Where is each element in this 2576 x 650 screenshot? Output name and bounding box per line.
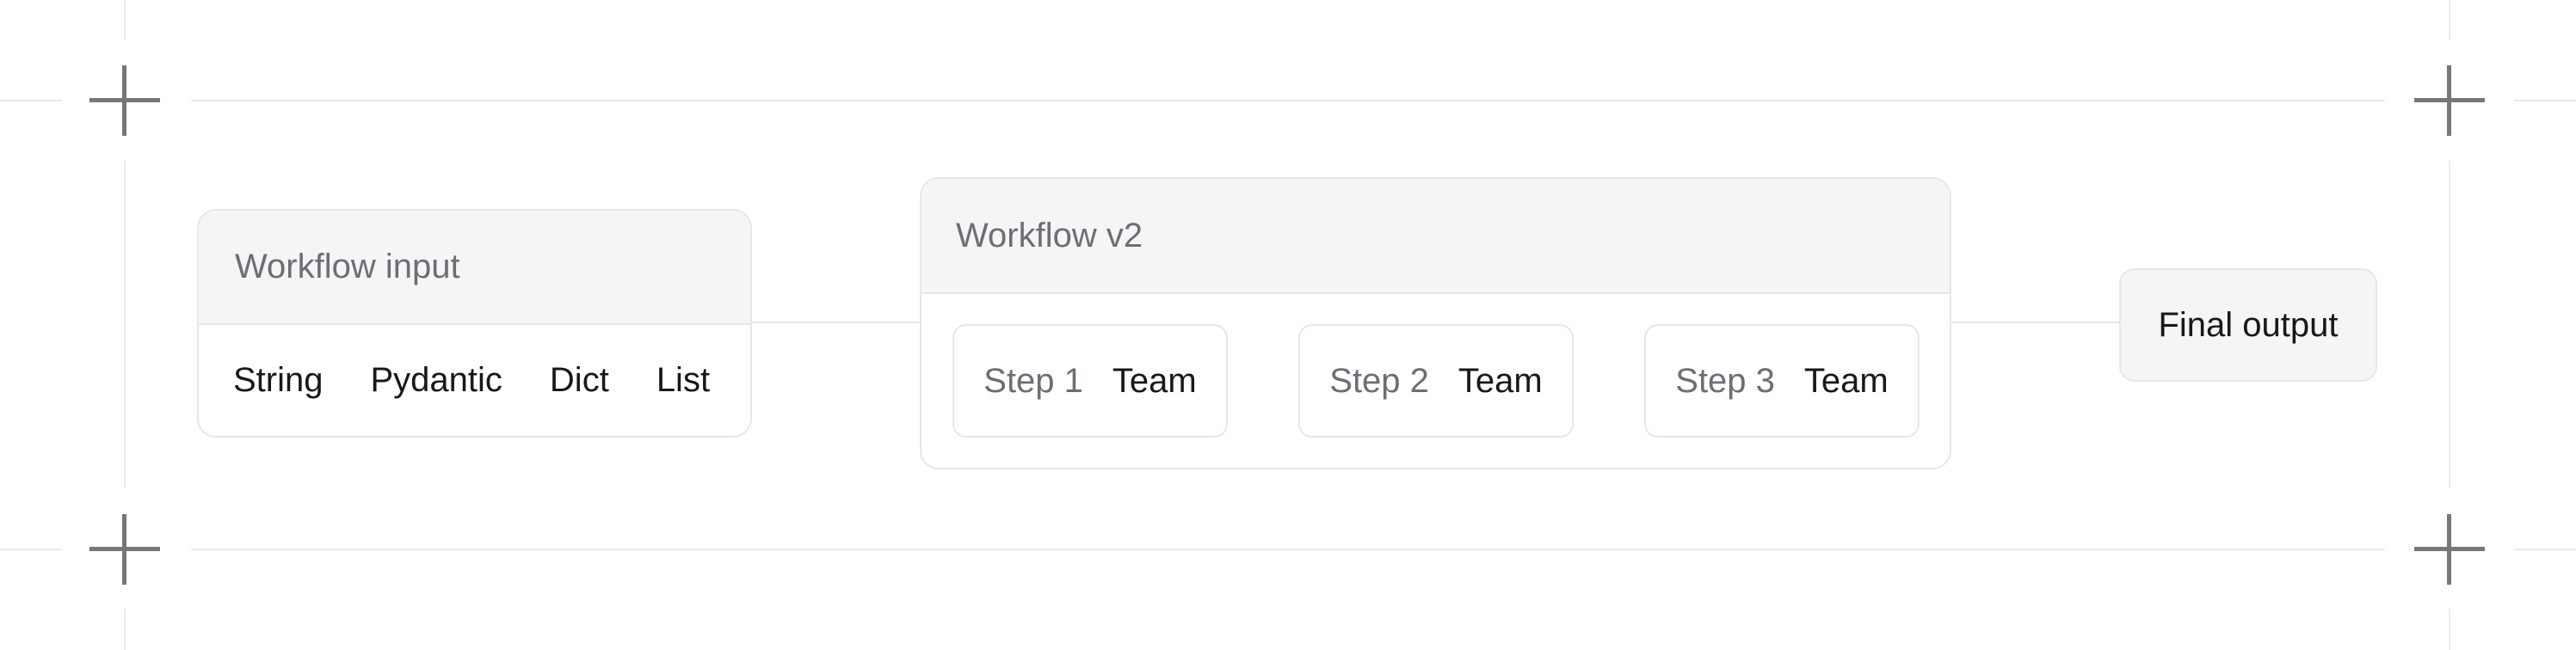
input-type-string: String bbox=[233, 361, 324, 399]
guide-line-left-top-stub bbox=[124, 0, 126, 40]
step-3-label: Step 3 bbox=[1675, 361, 1775, 400]
cross-vertical-bar bbox=[122, 514, 126, 585]
step-2-type: Team bbox=[1457, 361, 1543, 400]
step-3-type: Team bbox=[1803, 361, 1889, 400]
guide-line-left-bottom-stub bbox=[124, 609, 126, 650]
input-type-list: List bbox=[656, 361, 711, 399]
connector-input-to-workflow bbox=[752, 322, 920, 323]
input-type-dict: Dict bbox=[549, 361, 609, 399]
workflow-v2-title: Workflow v2 bbox=[956, 216, 1143, 254]
workflow-input-title: Workflow input bbox=[235, 248, 460, 285]
step-2-label: Step 2 bbox=[1329, 361, 1429, 400]
step-2-box: Step 2 Team bbox=[1298, 324, 1574, 438]
workflow-v2-body: Step 1 Team Step 2 Team Step 3 Team bbox=[921, 294, 1950, 468]
connector-workflow-to-output bbox=[1951, 322, 2119, 323]
guide-line-top bbox=[191, 100, 2385, 101]
cross-vertical-bar bbox=[2447, 65, 2451, 136]
guide-line-right-bottom-stub bbox=[2449, 609, 2450, 650]
workflow-input-header: Workflow input bbox=[199, 211, 750, 325]
crop-mark-top-right-icon bbox=[2414, 65, 2485, 136]
guide-line-top-right-stub bbox=[2514, 100, 2576, 101]
guide-line-left bbox=[124, 161, 126, 488]
guide-line-bottom-left-stub bbox=[0, 549, 62, 550]
guide-line-right bbox=[2449, 161, 2450, 488]
step-1-box: Step 1 Team bbox=[952, 324, 1228, 438]
cross-vertical-bar bbox=[122, 65, 126, 136]
cross-vertical-bar bbox=[2447, 514, 2451, 585]
workflow-input-node: Workflow input String Pydantic Dict List bbox=[197, 209, 752, 438]
step-3-box: Step 3 Team bbox=[1644, 324, 1920, 438]
workflow-input-body: String Pydantic Dict List bbox=[199, 325, 750, 436]
step-1-type: Team bbox=[1112, 361, 1197, 400]
step-1-label: Step 1 bbox=[983, 361, 1083, 400]
guide-line-right-top-stub bbox=[2449, 0, 2450, 40]
crop-mark-top-left-icon bbox=[89, 65, 160, 136]
final-output-label: Final output bbox=[2158, 305, 2339, 344]
guide-line-top-left-stub bbox=[0, 100, 62, 101]
guide-line-bottom bbox=[191, 549, 2385, 550]
crop-mark-bottom-right-icon bbox=[2414, 514, 2485, 585]
crop-mark-bottom-left-icon bbox=[89, 514, 160, 585]
workflow-v2-header: Workflow v2 bbox=[921, 179, 1950, 294]
final-output-node: Final output bbox=[2119, 268, 2377, 382]
workflow-v2-node: Workflow v2 Step 1 Team Step 2 Team Step… bbox=[920, 177, 1951, 469]
input-type-pydantic: Pydantic bbox=[370, 361, 502, 399]
guide-line-bottom-right-stub bbox=[2514, 549, 2576, 550]
